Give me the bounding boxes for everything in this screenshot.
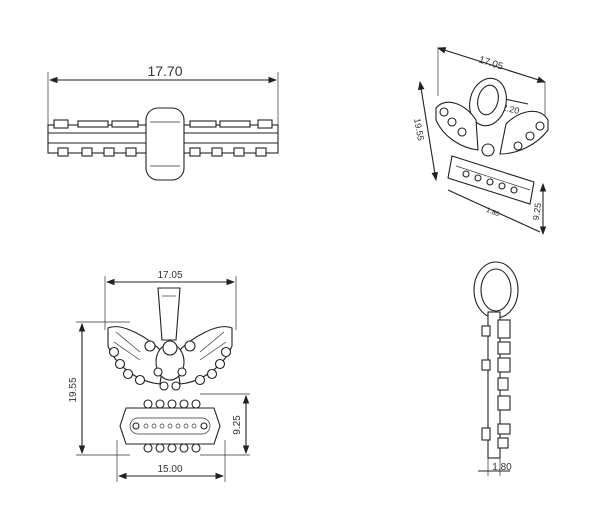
front-feather-lines — [113, 331, 227, 361]
side-bail-inner — [480, 268, 512, 312]
iso-small-label: 1.80 — [485, 207, 500, 219]
side-view: 1.80 — [473, 261, 519, 476]
iso-bail-hole — [477, 84, 499, 116]
top-width-label: 17.70 — [147, 63, 182, 79]
iso-wing-right — [499, 110, 549, 155]
front-wing-stones — [108, 340, 232, 391]
front-height-label: 19.55 — [68, 377, 79, 402]
top-bail — [145, 107, 185, 181]
front-bail — [157, 287, 181, 341]
front-plate-dots — [143, 423, 197, 429]
front-plate-stones — [132, 399, 208, 453]
iso-stones — [439, 107, 545, 157]
iso-plate-stones — [462, 170, 518, 194]
iso-dim-width — [436, 47, 547, 83]
iso-dim-height — [417, 80, 439, 182]
top-view: 17.70 — [47, 63, 279, 181]
front-plate-inner — [129, 417, 211, 435]
iso-width-label: 17.05 — [477, 55, 505, 73]
top-rail-teeth — [53, 119, 273, 157]
iso-dim-base — [447, 189, 541, 233]
iso-view: 17.05 19.55 2.20 9.25 1.80 — [412, 47, 549, 236]
iso-depth-label: 9.25 — [531, 202, 543, 221]
iso-plate-line — [455, 165, 531, 191]
front-plate-width-label: 15.00 — [157, 464, 182, 475]
iso-height-label: 19.55 — [412, 118, 426, 142]
front-eagle-head — [162, 340, 178, 356]
front-width-label: 17.05 — [157, 270, 182, 281]
front-plate — [119, 407, 221, 445]
front-plate-height-label: 9.25 — [232, 415, 243, 435]
side-thickness-label: 1.80 — [492, 462, 512, 473]
side-prongs — [481, 319, 511, 449]
front-view: 17.05 19.55 9.25 15.00 — [68, 270, 250, 482]
